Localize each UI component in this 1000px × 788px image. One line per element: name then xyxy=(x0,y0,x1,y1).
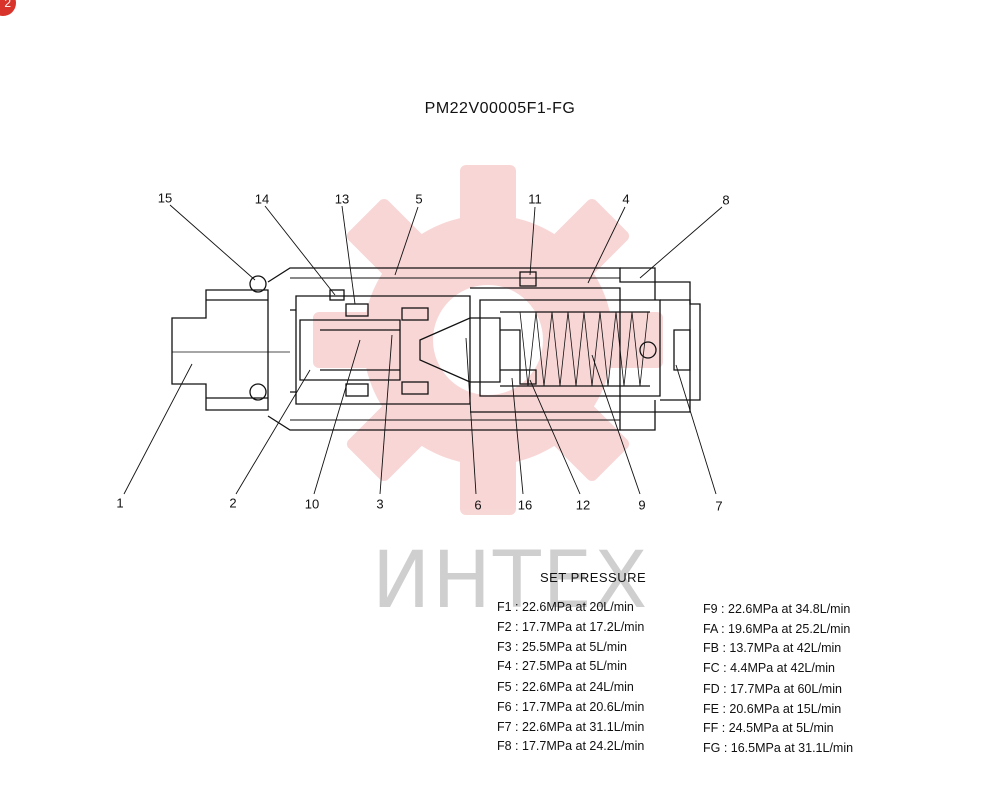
callout-8: 8 xyxy=(722,192,730,208)
set-pressure-row: FE : 20.6MPa at 15L/min xyxy=(703,702,842,716)
set-pressure-row: FF : 24.5MPa at 5L/min xyxy=(703,721,834,735)
drawing-title: PM22V00005F1-FG xyxy=(424,100,576,117)
set-pressure-row: F8 : 17.7MPa at 24.2L/min xyxy=(497,739,645,753)
set-pressure-row: FG : 16.5MPa at 31.1L/min xyxy=(703,741,854,755)
set-pressure-row: F2 : 17.7MPa at 17.2L/min xyxy=(497,620,645,634)
callout-11: 11 xyxy=(528,191,542,207)
set-pressure-row: FC : 4.4MPa at 42L/min xyxy=(703,661,836,675)
set-pressure-row: FB : 13.7MPa at 42L/min xyxy=(703,641,842,655)
lock-nut-8 xyxy=(620,267,656,431)
sleeve xyxy=(470,287,621,413)
set-pressure-title: SET PRESSURE xyxy=(540,570,647,585)
left-fitting xyxy=(171,289,269,411)
callout-5: 5 xyxy=(415,191,423,207)
set-pressure-row: F6 : 17.7MPa at 20.6L/min xyxy=(497,700,645,714)
valve-body xyxy=(267,267,701,431)
seal-12 xyxy=(519,369,537,385)
callout-14: 14 xyxy=(254,191,270,207)
piston xyxy=(299,319,401,381)
o-ring-15 xyxy=(249,275,267,293)
page-badge: 2 xyxy=(0,0,16,16)
adjust-screw-7 xyxy=(660,299,691,401)
callout-3: 3 xyxy=(376,496,384,512)
watermark-text: ИНТЕХ xyxy=(372,536,650,626)
set-pressure-row: F9 : 22.6MPa at 34.8L/min xyxy=(703,602,851,616)
set-pressure-row: F3 : 25.5MPa at 5L/min xyxy=(497,640,627,654)
set-pressure-row: F7 : 22.6MPa at 31.1L/min xyxy=(497,720,645,734)
callout-13: 13 xyxy=(334,191,350,207)
callout-4: 4 xyxy=(622,191,630,207)
callout-2: 2 xyxy=(229,495,237,511)
seal-11 xyxy=(519,271,537,287)
seal-13 xyxy=(345,303,369,317)
set-pressure-row: F5 : 22.6MPa at 24L/min xyxy=(497,680,634,694)
set-pressure-row: FA : 19.6MPa at 25.2L/min xyxy=(703,622,851,636)
callout-15: 15 xyxy=(157,190,173,206)
callout-9: 9 xyxy=(638,497,646,513)
backup-ring-14 xyxy=(329,289,345,301)
callout-16: 16 xyxy=(517,497,533,513)
callout-10: 10 xyxy=(304,496,320,512)
callout-7: 7 xyxy=(715,498,723,514)
poppet-6 xyxy=(419,317,501,383)
set-pressure-row: F4 : 27.5MPa at 5L/min xyxy=(497,659,627,673)
callout-12: 12 xyxy=(575,497,591,513)
set-pressure-row: F1 : 22.6MPa at 20L/min xyxy=(497,600,634,614)
spring-9 xyxy=(519,311,649,387)
set-pressure-row: FD : 17.7MPa at 60L/min xyxy=(703,682,842,696)
callout-6: 6 xyxy=(474,497,482,513)
callout-1: 1 xyxy=(116,495,124,511)
